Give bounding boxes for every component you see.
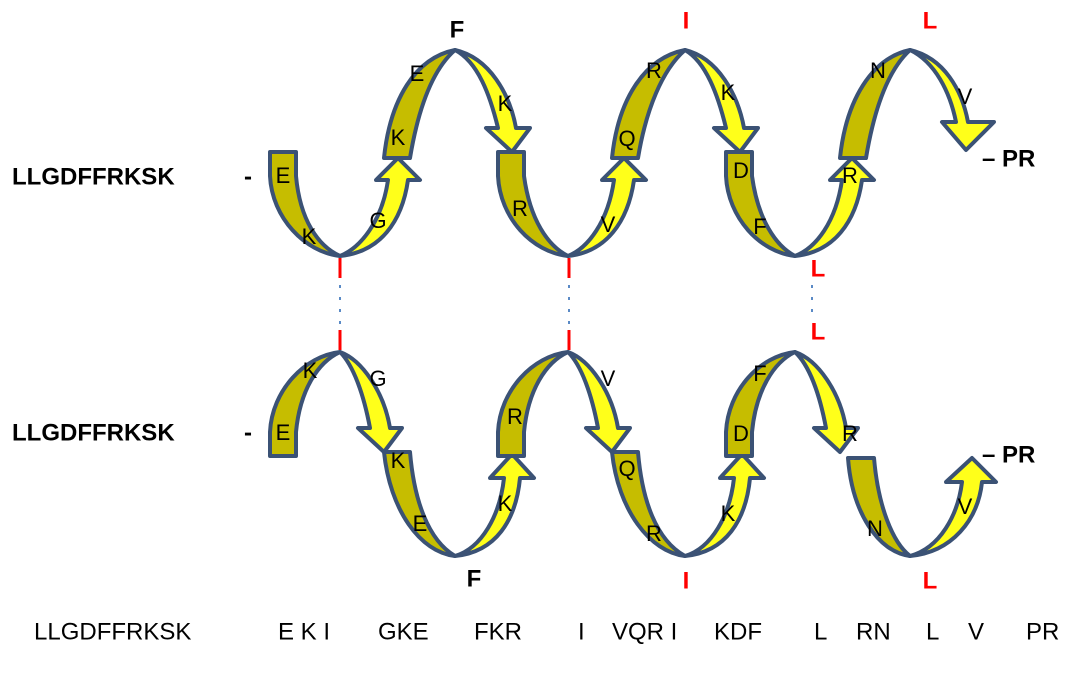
sequence-line: LLGDFFRKSK E K I GKE FKR I VQR I KDF L R… xyxy=(34,618,1059,645)
seq-part-1: LLGDFFRKSK xyxy=(34,618,191,645)
bottom-prefix: LLGDFFRKSK xyxy=(12,419,175,446)
bottom-res-9: V xyxy=(601,366,616,391)
top-res-13: K xyxy=(721,80,736,105)
seq-part-9: RN xyxy=(856,618,891,645)
top-suffix: – PR xyxy=(982,145,1035,172)
bottom-res-5: E xyxy=(413,511,428,536)
top-res-3: G xyxy=(369,208,386,233)
bottom-res-10: Q xyxy=(618,456,635,481)
bottom-mark-valley-l: L xyxy=(923,567,938,594)
top-mark-peak-i: I xyxy=(683,7,690,34)
bottom-res-16: R xyxy=(842,421,858,446)
top-ribbon-6 xyxy=(566,156,648,258)
top-res-9: V xyxy=(601,212,616,237)
bottom-res-8: R xyxy=(507,404,523,429)
top-ribbon-10 xyxy=(793,156,876,258)
top-dash: - xyxy=(244,163,252,190)
bottom-ribbon-11 xyxy=(846,456,912,558)
bottom-dash: - xyxy=(244,419,252,446)
bottom-res-1: E xyxy=(276,420,291,445)
seq-part-4: FKR xyxy=(474,618,522,645)
top-contact-l: L xyxy=(811,255,826,282)
bottom-res-15: F xyxy=(753,361,766,386)
seq-part-12: PR xyxy=(1026,618,1059,645)
top-res-1: E xyxy=(276,163,291,188)
top-res-15: F xyxy=(753,214,766,239)
bottom-res-19: V xyxy=(958,494,973,519)
bottom-contact-l: L xyxy=(811,318,826,345)
top-res-19: V xyxy=(958,84,973,109)
top-res-10: Q xyxy=(618,126,635,151)
seq-part-3: GKE xyxy=(378,618,429,645)
top-res-16: R xyxy=(842,163,858,188)
top-res-4: K xyxy=(391,125,406,150)
bottom-ribbon-10 xyxy=(793,350,860,454)
top-res-11: R xyxy=(646,58,662,83)
top-res-5: E xyxy=(410,61,425,86)
bottom-res-4: K xyxy=(391,448,406,473)
bottom-res-7: K xyxy=(498,491,513,516)
seq-part-8: L xyxy=(814,618,827,645)
top-res-6: F xyxy=(450,16,465,43)
bottom-res-2: K xyxy=(303,358,318,383)
bottom-res-6: F xyxy=(467,565,482,592)
seq-part-7: KDF xyxy=(714,618,762,645)
top-ribbon-8 xyxy=(683,48,760,154)
seq-part-10: L xyxy=(926,618,939,645)
top-res-17: N xyxy=(870,58,886,83)
bottom-suffix: – PR xyxy=(982,441,1035,468)
bottom-res-3: G xyxy=(369,366,386,391)
bottom-ribbon-12 xyxy=(908,456,998,558)
seq-part-5: I xyxy=(578,618,585,645)
bottom-ribbon-4 xyxy=(453,452,536,558)
top-ribbon-4 xyxy=(453,48,532,154)
bottom-strand: LLGDFFRKSK - L E K G K E F K R V Q R xyxy=(12,318,1035,594)
bottom-ribbon-8 xyxy=(683,452,766,558)
top-strand: LLGDFFRKSK - E K G K E F K R V Q R K D xyxy=(12,7,1035,282)
top-res-7: K xyxy=(498,91,513,116)
bottom-res-13: K xyxy=(721,501,736,526)
bottom-res-17: N xyxy=(867,516,883,541)
bottom-mark-valley-i: I xyxy=(683,567,690,594)
top-res-14: D xyxy=(733,158,749,183)
top-ribbon-2 xyxy=(338,156,422,258)
bottom-res-14: D xyxy=(733,421,749,446)
seq-part-6: VQR I xyxy=(612,618,677,645)
top-ribbon-5 xyxy=(496,150,570,258)
top-res-2: K xyxy=(302,224,317,249)
bottom-res-11: R xyxy=(646,521,662,546)
bottom-ribbon-6 xyxy=(566,350,632,454)
top-mark-peak-l: L xyxy=(923,7,938,34)
seq-part-11: V xyxy=(968,618,984,645)
seq-part-2: E K I xyxy=(278,618,330,645)
top-prefix: LLGDFFRKSK xyxy=(12,163,175,190)
top-ribbon-12 xyxy=(908,48,996,152)
top-res-8: R xyxy=(512,196,528,221)
